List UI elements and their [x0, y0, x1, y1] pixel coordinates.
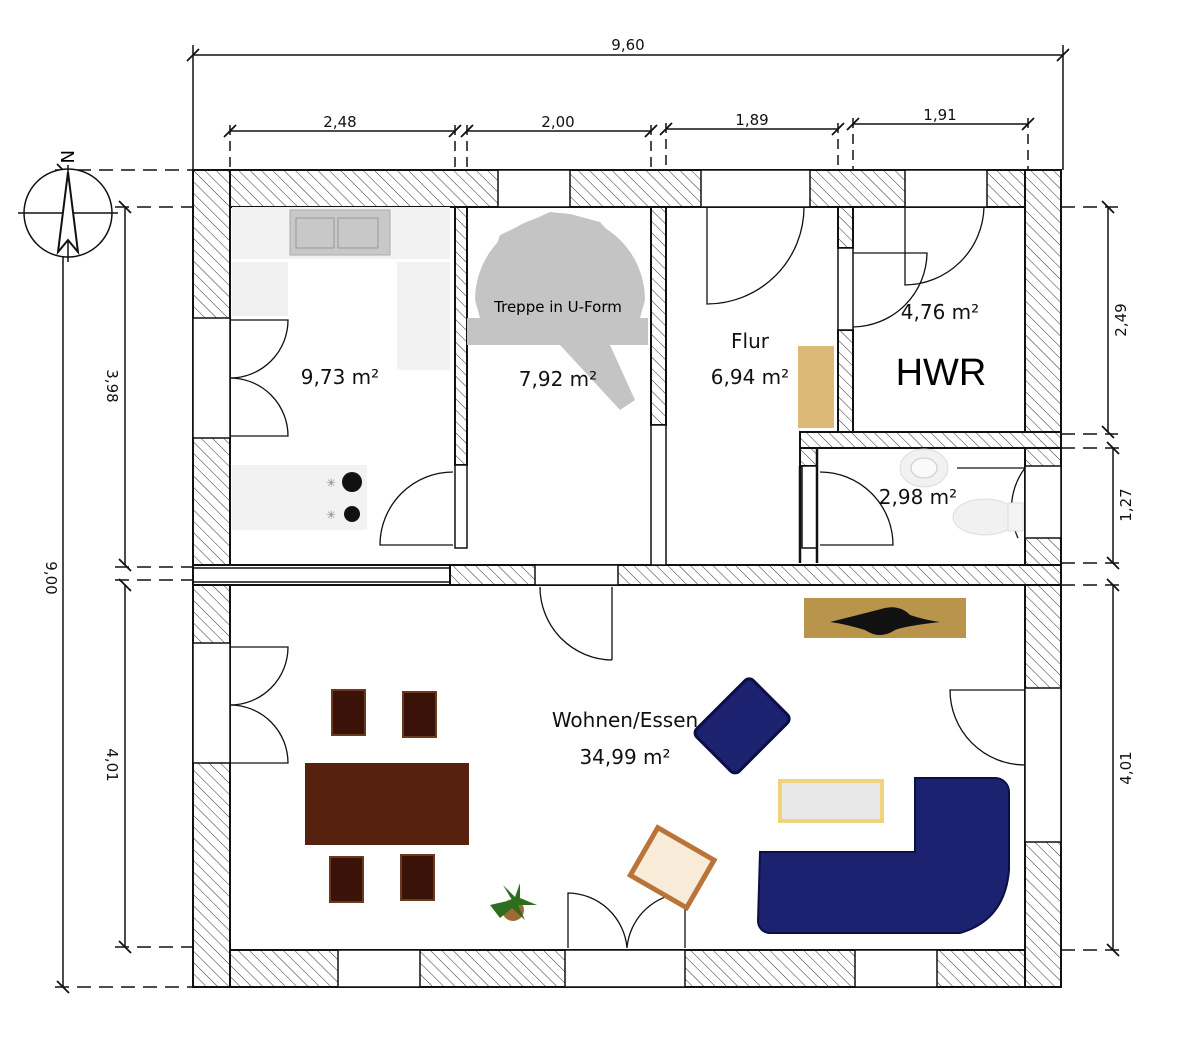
- room-labels: 9,73 m² Treppe in U-Form 7,92 m² Flur 6,…: [301, 298, 987, 769]
- dining-table: [305, 763, 469, 845]
- toilet-icon: [952, 498, 1018, 536]
- dim-kitchen-width: 2,48: [323, 113, 356, 131]
- tv-icon: [830, 607, 940, 635]
- stairs-icon: [467, 212, 648, 410]
- doors: [229, 206, 1027, 949]
- utility-area: 4,76 m²: [901, 300, 979, 324]
- living-label: Wohnen/Essen: [552, 708, 698, 732]
- coffee-table: [778, 779, 884, 823]
- svg-text:✳: ✳: [326, 508, 336, 522]
- corner-sofa: [756, 777, 1010, 934]
- armchair: [693, 677, 791, 775]
- living-furniture: [305, 598, 1010, 934]
- dim-utility-width: 1,91: [923, 106, 956, 124]
- dim-left-upper: 3,98: [103, 369, 121, 402]
- dim-total-width: 9,60: [611, 36, 644, 54]
- svg-text:✳: ✳: [326, 476, 336, 490]
- stairs-area: 7,92 m²: [519, 367, 597, 391]
- compass-label: N: [56, 150, 77, 163]
- dim-left-lower: 4,01: [103, 748, 121, 781]
- dim-right-hwr: 2,49: [1112, 303, 1130, 336]
- walls: [192, 169, 1062, 988]
- stove-burner-icon: [342, 472, 362, 492]
- dim-hall-width: 1,89: [735, 111, 768, 129]
- plant-icon: [490, 883, 537, 921]
- dim-stairs-width: 2,00: [541, 113, 574, 131]
- living-area: 34,99 m²: [579, 745, 670, 769]
- compass-north-icon: N: [18, 150, 118, 262]
- dim-right-bath: 1,27: [1117, 488, 1135, 521]
- stairs-label: Treppe in U-Form: [493, 298, 622, 316]
- dim-total-depth: 9,00: [42, 561, 60, 594]
- kitchen-area: 9,73 m²: [301, 365, 379, 389]
- hall-cabinet: [798, 346, 834, 428]
- lounge-chair: [626, 824, 718, 912]
- kitchen-furniture: ✳ ✳: [232, 207, 450, 530]
- hall-label: Flur: [731, 329, 770, 353]
- utility-label: HWR: [896, 352, 987, 394]
- hall-area: 6,94 m²: [711, 365, 789, 389]
- dim-right-lower: 4,01: [1117, 751, 1135, 784]
- bath-fixtures: [899, 448, 1024, 536]
- bath-area: 2,98 m²: [879, 485, 957, 509]
- chairs: [329, 689, 437, 903]
